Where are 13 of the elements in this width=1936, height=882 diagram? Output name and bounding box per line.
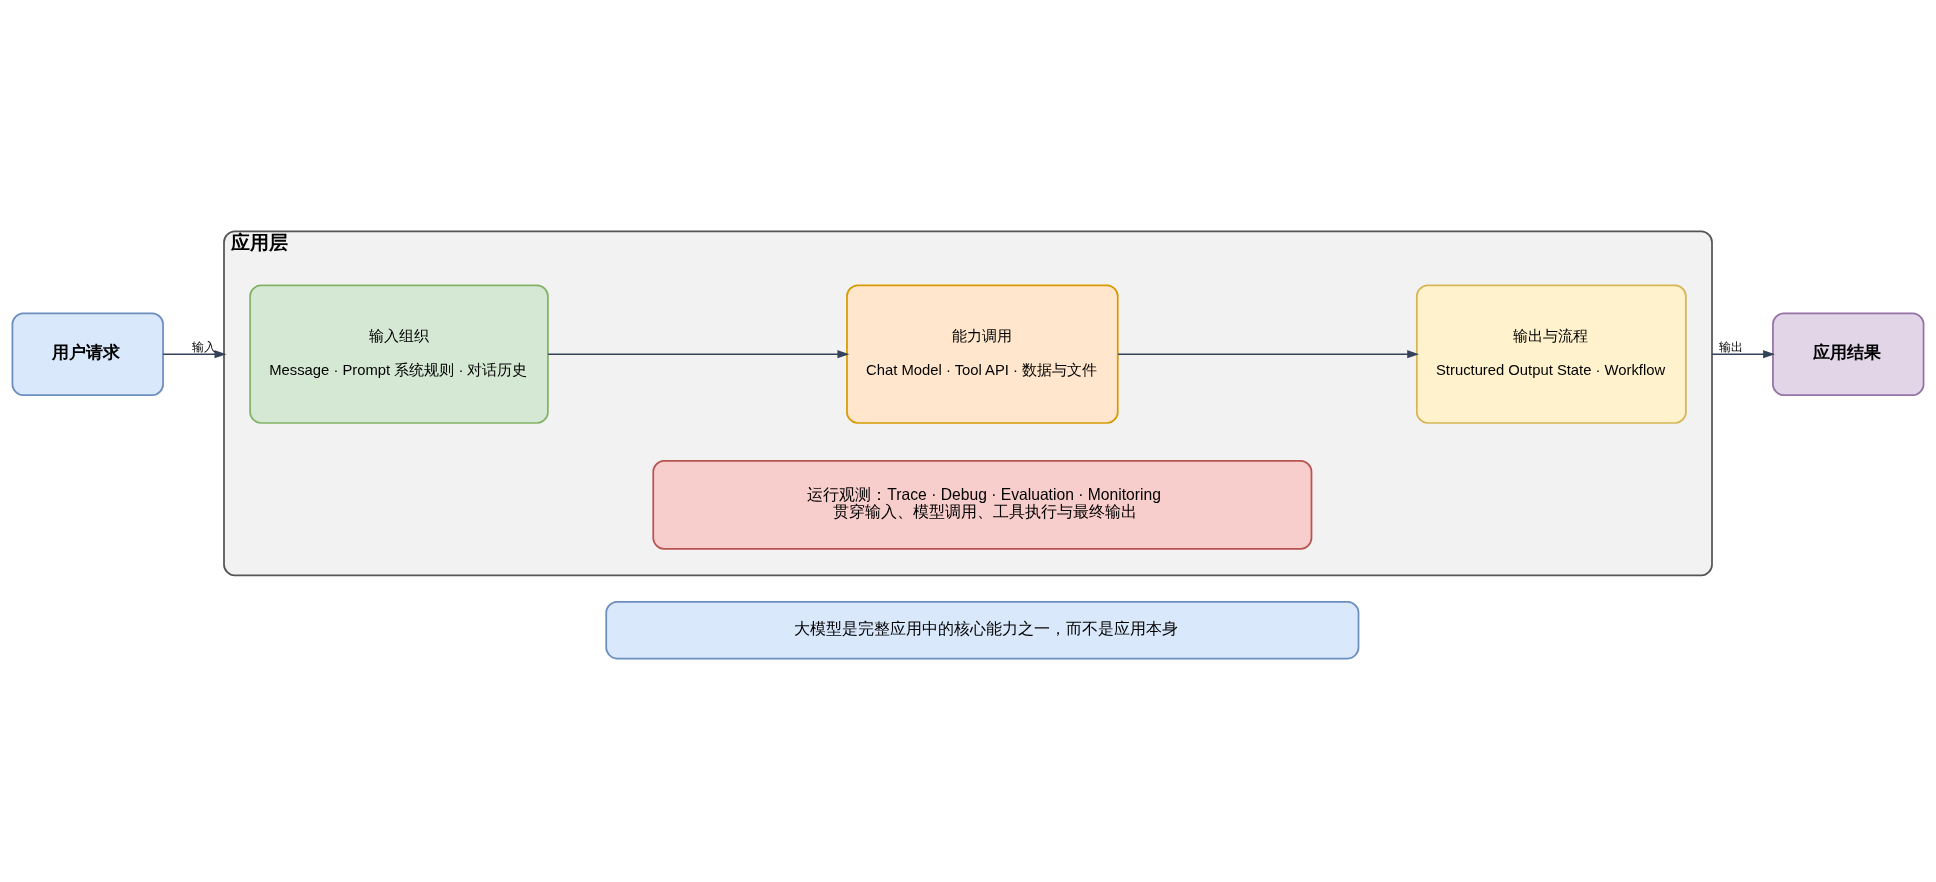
edge-label: 输出 (1718, 339, 1743, 354)
arrow (1117, 349, 1420, 358)
node-box: 运行观测：Trace · Debug · Evaluation · Monitoring 贯穿输入、模型调用、工具执行与最终输出 (652, 459, 1313, 550)
edge-label: 输入 (191, 339, 216, 354)
arrow (547, 349, 850, 358)
node-box: 应用结果 (1772, 311, 1925, 396)
node-box: 能力调用 Chat Model · Tool API · 数据与文件 (846, 284, 1119, 424)
node-box: 大模型是完整应用中的核心能力之一，而不是应用本身 (605, 600, 1360, 659)
node-box: 输出与流程 Structured Output State · Workflow (1415, 284, 1687, 424)
node-box: 输入组织 Message · Prompt 系统规则 · 对话历史 (249, 284, 549, 424)
arrow (162, 349, 227, 358)
arrow (1711, 349, 1775, 358)
node-box: 用户请求 (11, 311, 164, 396)
